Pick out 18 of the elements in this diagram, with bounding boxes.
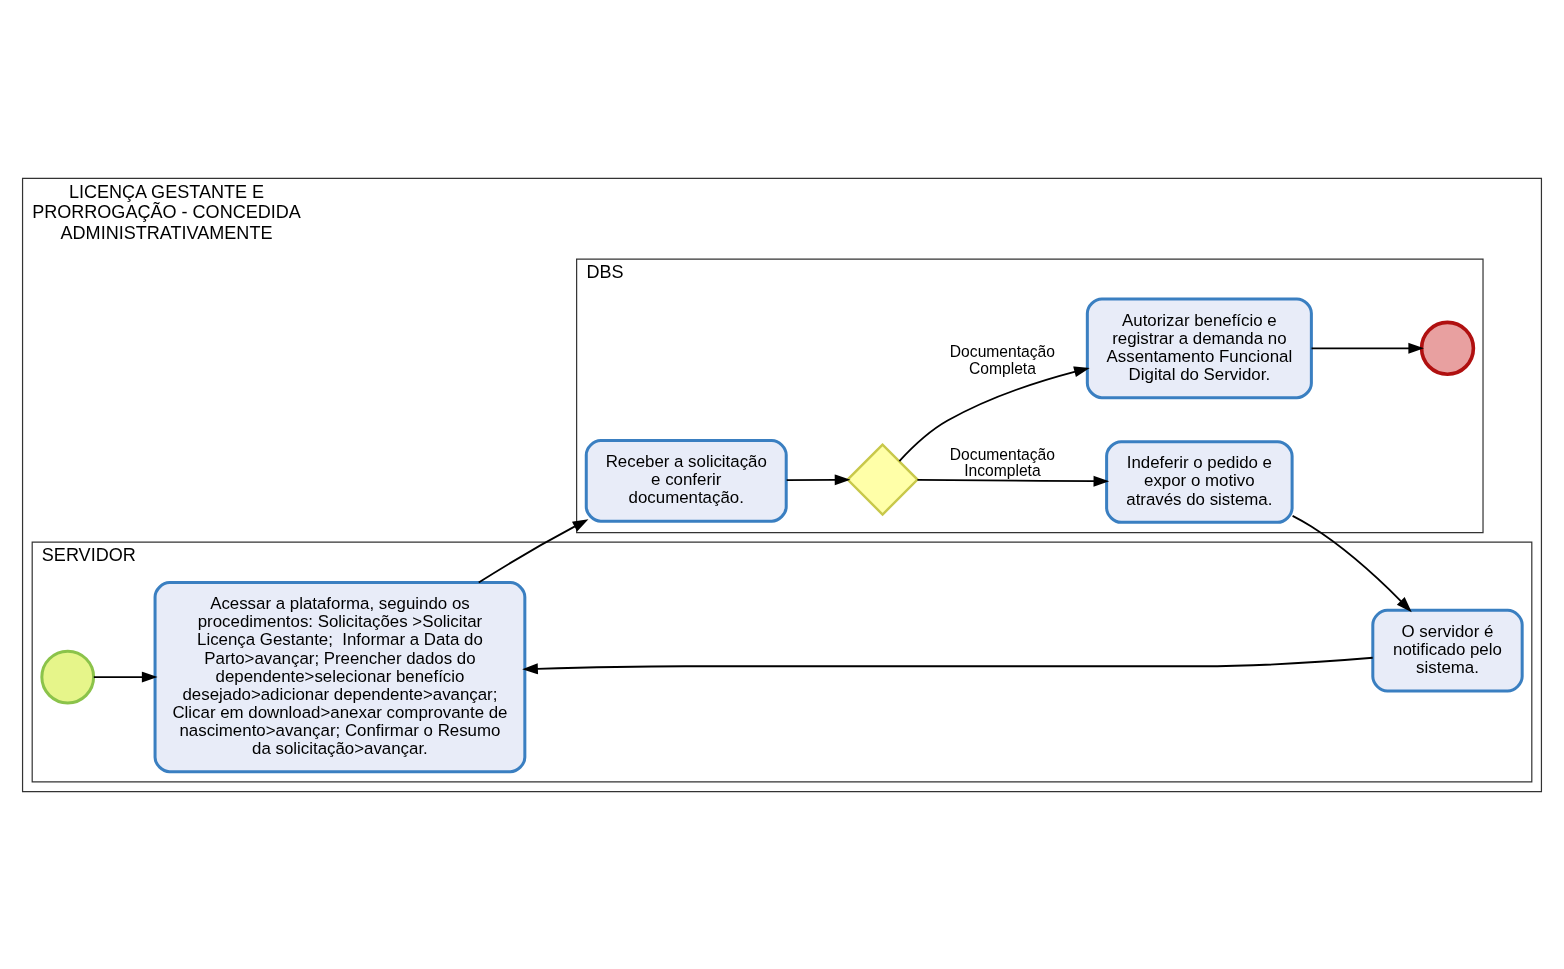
arrow xyxy=(898,365,1090,462)
arrow xyxy=(92,671,158,683)
node-circle xyxy=(40,649,96,705)
arrow xyxy=(477,518,589,583)
node-box: Indeferir o pedido e expor o motivo através do sistema. xyxy=(1105,439,1294,524)
arrow xyxy=(1291,514,1412,612)
arrow xyxy=(916,475,1110,487)
node-circle xyxy=(1419,320,1476,376)
node-box: Autorizar benefício e registrar a demanda no Assentamento Funcional Digital do Servidor. xyxy=(1085,296,1313,399)
node-box: Receber a solicitação e conferir documentação. xyxy=(584,438,788,523)
node-diamond xyxy=(845,442,920,516)
edge-label: Documentação Completa xyxy=(949,342,1056,377)
edge-label: Documentação Incompleta xyxy=(949,445,1056,479)
node-box: Acessar a plataforma, seguindo os procedimentos: Solicitações >Solicitar Licença Gestante; Informar a Data do Parto>avançar; Preencher dados do dependente>selecionar benefício desejado>adicionar dependente>avançar; Clicar em download>anexar comprovante de nascimento>avançar; Confirmar o Resumo da solicitação>avançar. xyxy=(153,580,527,773)
node-box: O servidor é notificado pelo sistema. xyxy=(1371,608,1524,692)
arrow xyxy=(785,473,851,485)
arrow xyxy=(1310,342,1425,354)
arrow xyxy=(522,656,1374,674)
